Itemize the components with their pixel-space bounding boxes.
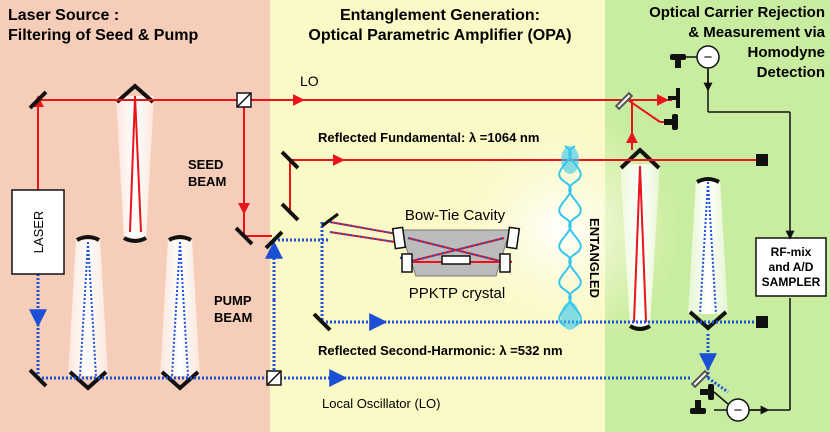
lo-label: LO [300,73,319,89]
subtractor-bottom-sign: − [734,402,743,419]
pump-beam-label-2: BEAM [214,310,252,325]
bow-tie-label: Bow-Tie Cavity [405,207,506,224]
laser-label: LASER [31,211,46,254]
rf-label-line3: SAMPLER [762,275,821,289]
flat-mirrors [28,90,339,388]
subtractor-top-sign: − [704,49,713,66]
right-title-line2: & Measurement via [688,24,825,41]
beam-splitter-cubes [236,92,282,386]
laser-box [11,189,65,275]
right-title-line1: Optical Carrier Rejection [649,4,825,21]
entangled-beams [558,145,582,330]
right-title-line4: Detection [757,64,825,81]
photodetectors [664,54,714,414]
bow-tie-cavity [391,226,521,277]
left-title-line2: Filtering of Seed & Pump [8,27,198,44]
seed-beam-label-2: BEAM [188,174,226,189]
subtractor-top [696,45,720,69]
mode-cleaner-second-harmonic [688,177,728,331]
mode-cleaner-fundamental [619,147,661,331]
ppktp-crystal [441,255,471,265]
rf-sampler-box [755,237,827,297]
entangled-label: ENTANGLED [587,218,602,298]
glow-highlight [440,110,680,350]
right-title-line3: Homodyne [747,44,825,61]
homodyne-signal-lines [686,56,795,415]
beam-dumps [756,154,768,328]
partial-mirrors [614,91,710,389]
filter-cavity-fundamental [115,83,155,243]
middle-title-line2: Optical Parametric Amplifier (OPA) [308,27,571,44]
reflected-second-harmonic-label: Reflected Second-Harmonic: λ =532 nm [318,343,563,358]
middle-title-line1: Entanglement Generation: [340,7,540,24]
local-oscillator-label: Local Oscillator (LO) [322,396,440,411]
pump-beam-label-1: PUMP [214,293,252,308]
reflected-fundamental-label: Reflected Fundamental: λ =1064 nm [318,130,539,145]
rf-label-line2: and A/D [769,260,814,274]
left-title-line1: Laser Source : [8,7,119,24]
seed-beam-label-1: SEED [188,157,223,172]
rf-label-line1: RF-mix [771,245,812,259]
ppktp-label: PPKTP crystal [409,285,505,302]
subtractor-bottom [726,398,750,422]
